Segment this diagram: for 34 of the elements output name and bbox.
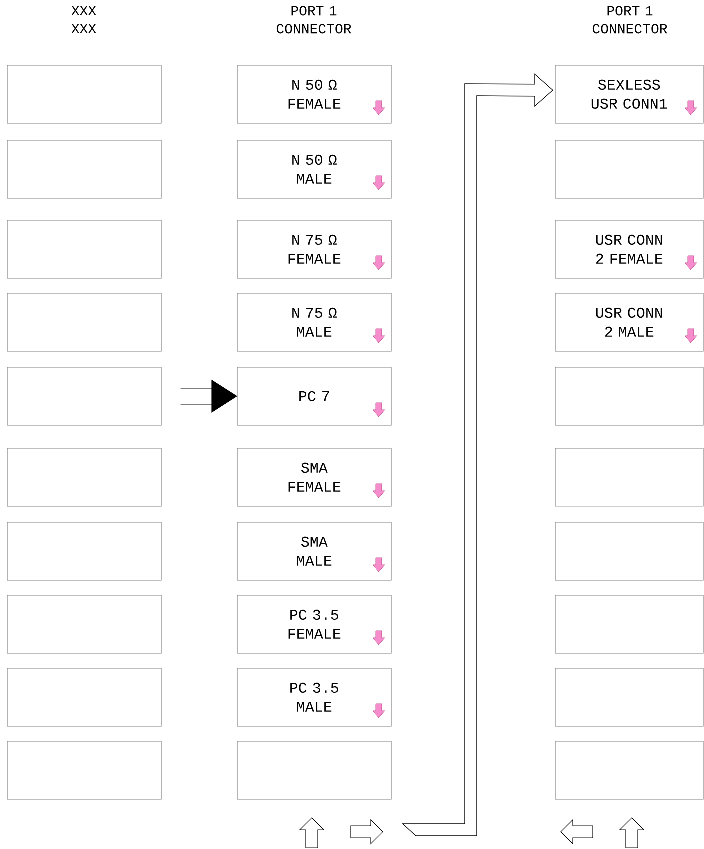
softkey-box [7,140,162,199]
softkey-box: N 50 Ω FEMALE [237,65,392,124]
softkey-box [7,220,162,279]
softkey-box [7,522,162,581]
softkey-box [7,367,162,426]
softkey-box: N 50 Ω MALE [237,140,392,199]
softkey-box [555,367,704,426]
softkey-box [7,741,162,800]
softkey-box [7,65,162,124]
softkey-box: SMA MALE [237,522,392,581]
softkey-box [555,741,704,800]
softkey-box: SEXLESS USR CONN1 [555,65,704,124]
softkey-box [555,668,704,727]
arrow [180,380,238,413]
softkey-box: PC 7 [237,367,392,426]
softkey-box [555,448,704,507]
softkey-box [237,741,392,800]
column-heading: XXX XXX [72,6,96,34]
softkey-box: PC 3.5 FEMALE [237,595,392,654]
softkey-box [7,595,162,654]
softkey-box: USR CONN 2 MALE [555,293,704,352]
column-heading: PORT 1 CONNECTOR [592,6,668,34]
softkey-box [7,668,162,727]
softkey-box: N 75 Ω FEMALE [237,220,392,279]
softkey-box [555,595,704,654]
softkey-box: N 75 Ω MALE [237,293,392,352]
softkey-box [7,448,162,507]
softkey-box [7,293,162,352]
column-heading: PORT 1 CONNECTOR [276,6,352,34]
softkey-box: USR CONN 2 FEMALE [555,220,704,279]
softkey-box [555,522,704,581]
softkey-box: SMA FEMALE [237,448,392,507]
softkey-box [555,140,704,199]
softkey-box: PC 3.5 MALE [237,668,392,727]
